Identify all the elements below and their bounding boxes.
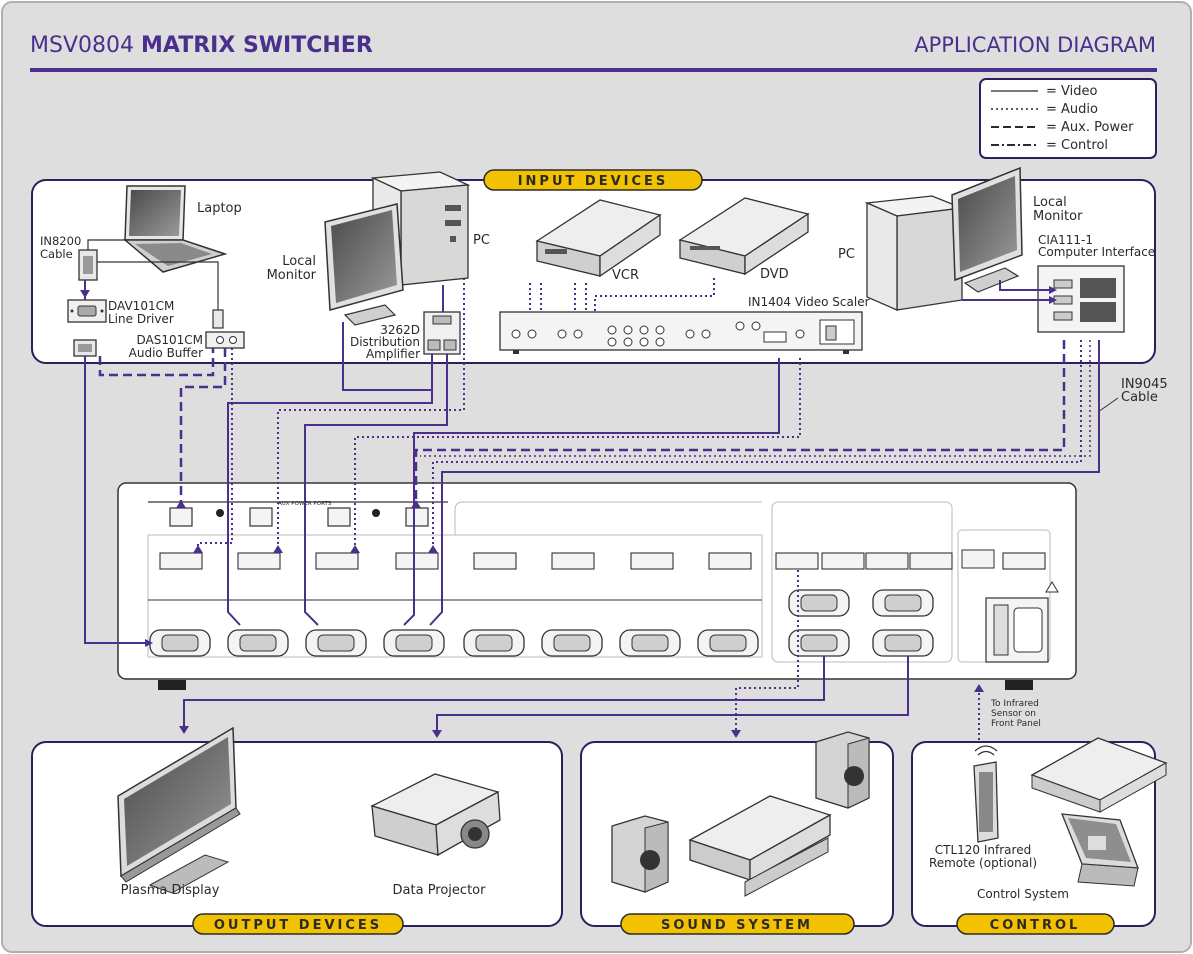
control-processor-icon <box>1030 737 1168 813</box>
dvd-icon <box>678 197 810 276</box>
dav-vga-connector-icon <box>73 339 97 357</box>
header-rule <box>30 68 1157 72</box>
legend: = Video = Audio = Aux. Power = Control <box>979 78 1157 159</box>
infrared-remote-icon <box>973 745 999 843</box>
control-pill: CONTROL <box>956 913 1115 935</box>
amplifier-icon <box>688 795 832 897</box>
cable-arrowheads <box>80 286 1057 738</box>
legend-audio: = Audio <box>1046 102 1098 117</box>
das101cm-icon <box>205 331 245 349</box>
svg-text:CONTROL: CONTROL <box>990 918 1081 933</box>
pc-2-label: PC <box>838 247 855 262</box>
laptop-icon <box>122 185 228 273</box>
in8200-connector-icon <box>78 249 98 281</box>
svg-text:SOUND SYSTEM: SOUND SYSTEM <box>661 918 813 933</box>
scaler-label: IN1404 Video Scaler <box>748 295 870 309</box>
svg-text:INPUT DEVICES: INPUT DEVICES <box>518 174 669 189</box>
pc-1-label: PC <box>473 233 490 248</box>
legend-aux-power: = Aux. Power <box>1046 120 1134 135</box>
output-devices-pill: OUTPUT DEVICES <box>192 913 404 935</box>
computer-interface-icon <box>1037 265 1125 333</box>
legend-control: = Control <box>1046 138 1108 153</box>
distribution-amplifier-icon <box>423 311 461 355</box>
audio-plug-icon <box>212 309 224 329</box>
plasma-display-label: Plasma Display <box>121 883 220 898</box>
laptop-label: Laptop <box>197 201 242 216</box>
matrix-switcher-rear-panel: AUX POWER PORTS <box>117 482 1077 690</box>
local-monitor-icon <box>324 203 404 326</box>
legend-video: = Video <box>1046 84 1097 99</box>
header-right-title: APPLICATION DIAGRAM <box>914 33 1156 57</box>
header-title: MSV0804 MATRIX SWITCHER <box>30 33 373 58</box>
dvd-label: DVD <box>760 267 789 282</box>
vcr-label: VCR <box>612 268 639 283</box>
sound-system-pill: SOUND SYSTEM <box>620 913 855 935</box>
speaker-right-icon <box>815 731 870 809</box>
svg-text:OUTPUT DEVICES: OUTPUT DEVICES <box>214 918 382 933</box>
touch-panel-icon <box>1060 813 1139 887</box>
data-projector-icon <box>370 773 501 857</box>
data-projector-label: Data Projector <box>393 883 487 898</box>
vcr-icon <box>535 199 662 278</box>
plasma-display-icon <box>117 726 241 894</box>
speaker-left-icon <box>611 815 669 893</box>
control-system-label: Control System <box>977 887 1069 901</box>
local-monitor-2-icon <box>951 166 1023 293</box>
dav101cm-icon <box>67 299 107 323</box>
input-devices-pill: INPUT DEVICES <box>483 169 703 191</box>
cable-runs <box>84 278 1100 740</box>
video-scaler-icon <box>499 311 863 354</box>
pc-tower-2-icon <box>864 195 963 311</box>
